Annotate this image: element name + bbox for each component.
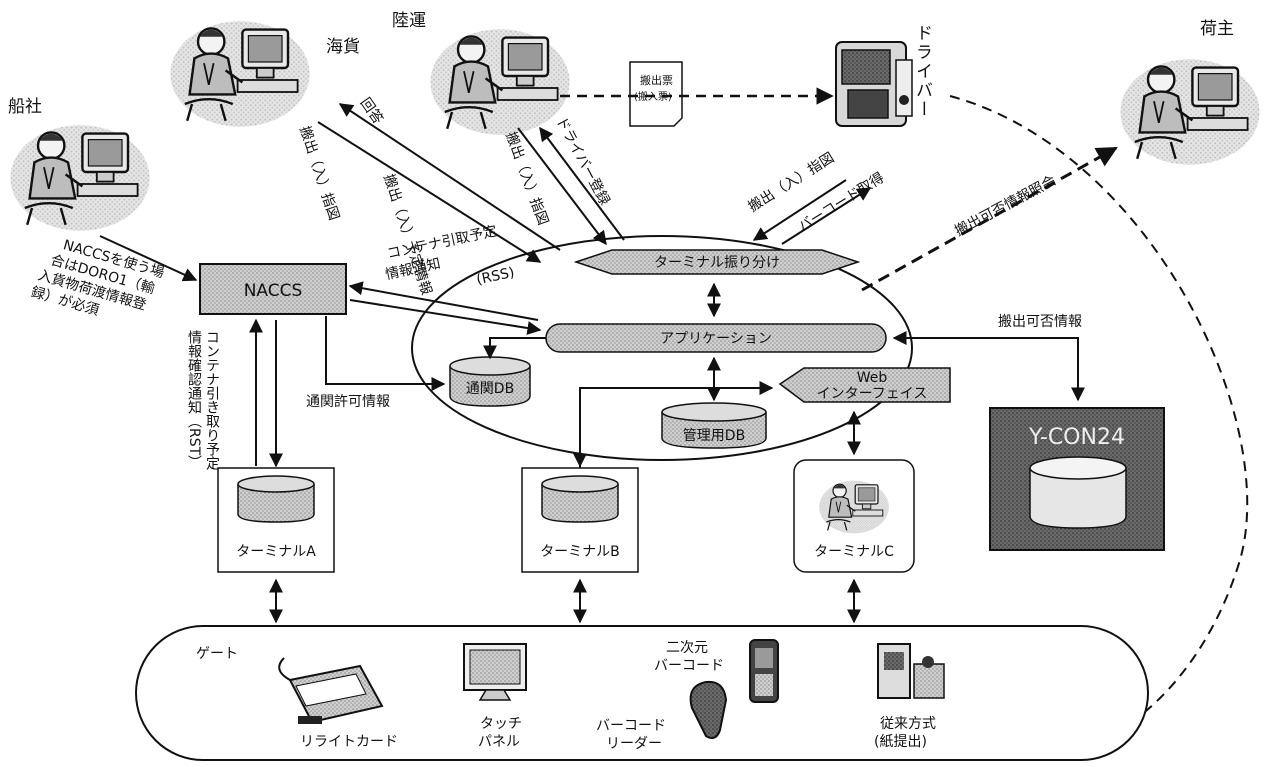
rewrite-card-label: リライトカード <box>300 734 398 750</box>
inquiry-label: 搬出可否情報照会 <box>952 173 1058 240</box>
driver-label: ドライバー <box>912 24 932 119</box>
svg-text:バーコード: バーコード <box>596 718 666 734</box>
web-interface-box: Web インターフェイス <box>780 368 950 402</box>
svg-text:通関DB: 通関DB <box>466 381 514 397</box>
shipper-label: 荷主 <box>1200 19 1234 39</box>
rst-label-col1: コンテナ引き取り予定 <box>204 330 220 471</box>
svg-text:リーダー: リーダー <box>606 736 662 752</box>
gate-title: ゲート <box>196 646 238 662</box>
mobile-phone-icon <box>750 640 778 702</box>
svg-text:従来方式: 従来方式 <box>880 716 936 732</box>
customs-permit-label: 通関許可情報 <box>306 394 390 410</box>
svg-text:ターミナルA: ターミナルA <box>236 544 316 560</box>
svg-text:(紙提出): (紙提出) <box>874 734 927 750</box>
driver-truck-icon <box>836 42 912 126</box>
svg-text:二次元: 二次元 <box>666 640 708 656</box>
shipper-actor: 荷主 <box>1120 19 1259 165</box>
svg-text:ターミナル振り分け: ターミナル振り分け <box>654 255 780 271</box>
naccs-box: NACCS <box>200 264 346 314</box>
svg-text:管理用DB: 管理用DB <box>683 428 745 444</box>
svg-text:NACCS: NACCS <box>244 281 303 301</box>
shipping-line-actor: 船社 <box>8 97 150 231</box>
naccs-note: NACCSを使う場 合はDORO1（輸 入貨物荷渡情報登 録）が必須 <box>29 231 166 333</box>
management-db: 管理用DB <box>662 403 766 448</box>
svg-text:パネル: パネル <box>478 734 520 750</box>
svg-text:インターフェイス: インターフェイス <box>817 386 928 402</box>
terminal-sort-box: ターミナル振り分け <box>576 250 858 274</box>
pickup-slip-document: 搬出票 (搬入票) <box>630 62 682 126</box>
rst-label-col2: 情報確認通知（RST） <box>186 330 202 469</box>
forwarder-label: 海貨 <box>326 37 360 57</box>
svg-text:ターミナルC: ターミナルC <box>814 544 894 560</box>
svg-text:ターミナルB: ターミナルB <box>540 544 620 560</box>
terminal-b: ターミナルB <box>522 468 638 572</box>
shipping-line-label: 船社 <box>8 97 42 117</box>
svg-text:バーコード: バーコード <box>654 658 724 674</box>
trucking-label: 陸運 <box>392 11 426 31</box>
ycon-box: Y-CON24 <box>990 408 1164 550</box>
customs-db: 通関DB <box>450 357 530 406</box>
svg-text:ドライバー: ドライバー <box>912 24 932 119</box>
terminal-c: ターミナルC <box>794 460 914 572</box>
svg-text:Web: Web <box>857 370 888 386</box>
terminal-a: ターミナルA <box>218 468 334 572</box>
application-box: アプリケーション <box>546 324 886 352</box>
trucking-actor: 陸運 <box>392 11 570 135</box>
forwarder-actor: 海貨 <box>170 21 360 127</box>
svg-text:Y-CON24: Y-CON24 <box>1028 425 1125 450</box>
svg-text:アプリケーション: アプリケーション <box>660 331 772 347</box>
forwarder-order-label: 搬出（入）指図 <box>296 124 342 222</box>
svg-text:搬出票: 搬出票 <box>640 73 673 87</box>
driver-reg-label: ドライバー登録 <box>552 114 612 208</box>
svg-text:タッチ: タッチ <box>480 716 522 732</box>
trucking-order-label: 搬出（入）指図 <box>502 130 551 228</box>
pickup-info-label: 搬出可否情報 <box>998 314 1082 330</box>
answer-label: 回答 <box>357 95 387 128</box>
